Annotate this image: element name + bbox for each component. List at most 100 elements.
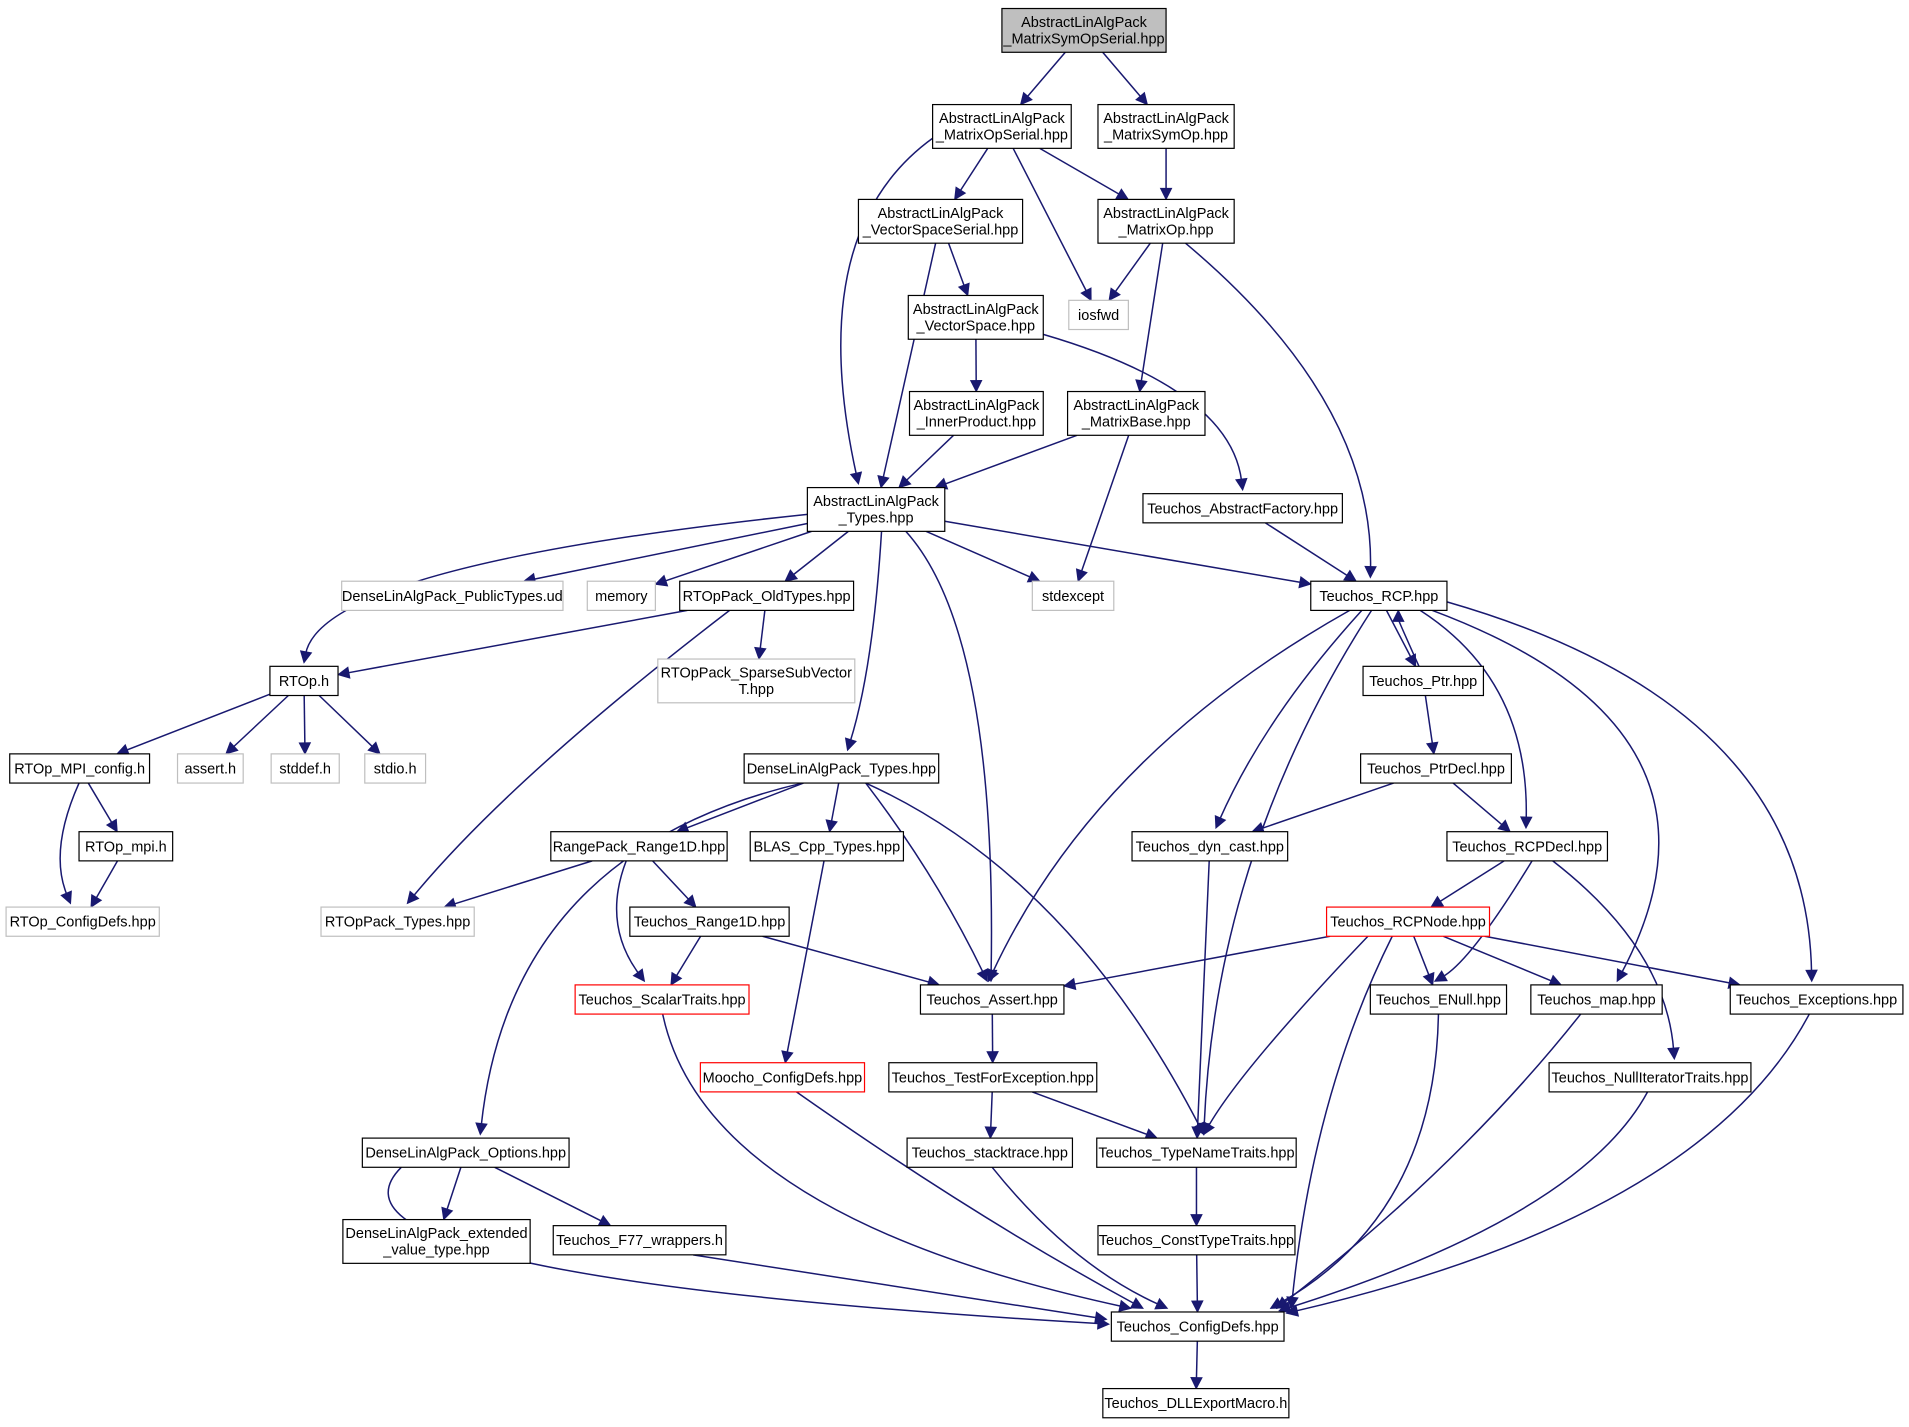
- node-dllexport[interactable]: Teuchos_DLLExportMacro.h: [1102, 1387, 1290, 1419]
- edge-range1dpack-to-rtoppacktypes: [443, 860, 593, 910]
- edge-matop-to-iosfwd: [1108, 242, 1151, 302]
- edge-arrowhead: [1062, 977, 1077, 991]
- node-extvalue[interactable]: DenseLinAlgPack_extended_value_type.hpp: [342, 1218, 531, 1264]
- node-label: AbstractLinAlgPack: [1073, 398, 1199, 414]
- node-rcp[interactable]: Teuchos_RCP.hpp: [1310, 580, 1448, 611]
- node-rtoph[interactable]: RTOp.h: [269, 665, 339, 697]
- node-blas[interactable]: BLAS_Cpp_Types.hpp: [749, 831, 905, 862]
- edge-line: [1140, 243, 1164, 383]
- node-testforexc[interactable]: Teuchos_TestForException.hpp: [888, 1062, 1098, 1093]
- node-label: Teuchos_TestForException.hpp: [892, 1070, 1094, 1086]
- edge-nulliter-to-teuchosconfig: [1278, 1091, 1649, 1314]
- node-types[interactable]: AbstractLinAlgPack_Types.hpp: [806, 486, 946, 532]
- node-scalartraits[interactable]: Teuchos_ScalarTraits.hpp: [574, 984, 750, 1015]
- edge-line: [830, 782, 840, 824]
- node-label: Teuchos_ConstTypeTraits.hpp: [1099, 1233, 1294, 1249]
- node-label: Teuchos_stacktrace.hpp: [912, 1146, 1068, 1162]
- node-matop[interactable]: AbstractLinAlgPack_MatrixOp.hpp: [1097, 198, 1235, 244]
- edge-root-to-matopserial: [1019, 51, 1066, 106]
- node-label: BLAS_Cpp_Types.hpp: [753, 839, 900, 855]
- node-consttype[interactable]: Teuchos_ConstTypeTraits.hpp: [1097, 1225, 1296, 1256]
- node-f77[interactable]: Teuchos_F77_wrappers.h: [552, 1225, 727, 1256]
- edge-line: [1438, 860, 1505, 904]
- edge-arrowhead: [1191, 1300, 1204, 1314]
- node-rcpnode[interactable]: Teuchos_RCPNode.hpp: [1325, 906, 1491, 937]
- edge-line: [1264, 522, 1350, 578]
- node-densetypes[interactable]: DenseLinAlgPack_Types.hpp: [743, 753, 940, 784]
- node-label: AbstractLinAlgPack: [939, 111, 1065, 127]
- node-vsserial[interactable]: AbstractLinAlgPack_VectorSpaceSerial.hpp: [857, 198, 1024, 244]
- edge-line: [905, 530, 993, 973]
- node-rtopmpi[interactable]: RTOp_mpi.h: [78, 831, 174, 862]
- node-oldtypes[interactable]: RTOpPack_OldTypes.hpp: [679, 580, 855, 611]
- edge-arrowhead: [877, 474, 890, 489]
- node-root[interactable]: AbstractLinAlgPack_MatrixSymOpSerial.hpp: [1001, 7, 1167, 53]
- node-range1dpack[interactable]: RangePack_Range1D.hpp: [550, 831, 728, 862]
- node-matopserial[interactable]: AbstractLinAlgPack_MatrixOpSerial.hpp: [932, 103, 1072, 149]
- edge-line: [412, 609, 731, 898]
- node-ptrdecl[interactable]: Teuchos_PtrDecl.hpp: [1360, 753, 1512, 784]
- node-options[interactable]: DenseLinAlgPack_Options.hpp: [361, 1137, 570, 1168]
- edge-line: [991, 1166, 1160, 1306]
- node-rcpdecl[interactable]: Teuchos_RCPDecl.hpp: [1446, 831, 1609, 862]
- node-label: AbstractLinAlgPack: [914, 398, 1040, 414]
- edge-oldtypes-to-rtoph: [336, 609, 688, 679]
- edge-arrowhead: [1192, 1121, 1205, 1136]
- node-teuchosconfig[interactable]: Teuchos_ConfigDefs.hpp: [1110, 1311, 1285, 1342]
- edge-densetypes-to-blas: [825, 782, 840, 833]
- edge-line: [445, 1167, 462, 1212]
- node-innerprod[interactable]: AbstractLinAlgPack_InnerProduct.hpp: [908, 390, 1044, 436]
- node-matbase[interactable]: AbstractLinAlgPack_MatrixBase.hpp: [1066, 390, 1206, 436]
- edge-arrowhead: [898, 475, 912, 489]
- node-dyncast[interactable]: Teuchos_dyn_cast.hpp: [1131, 831, 1289, 862]
- node-matsymop[interactable]: AbstractLinAlgPack_MatrixSymOp.hpp: [1097, 103, 1235, 149]
- edge-rcpdecl-to-nulliter: [1552, 860, 1680, 1061]
- edge-consttype-to-teuchosconfig: [1191, 1254, 1204, 1314]
- edge-mpiconfig-to-configdefs: [59, 782, 80, 905]
- node-label: Teuchos_F77_wrappers.h: [556, 1233, 723, 1249]
- edge-line: [674, 935, 702, 978]
- node-assert[interactable]: Teuchos_Assert.hpp: [919, 984, 1065, 1015]
- edge-line: [59, 782, 80, 896]
- edge-rcpnode-to-assert: [1062, 935, 1331, 991]
- node-box: [657, 658, 856, 704]
- node-moochoconfig[interactable]: Moocho_ConfigDefs.hpp: [699, 1062, 866, 1093]
- edge-line: [759, 610, 766, 651]
- edge-arrowhead: [987, 968, 1000, 983]
- edge-arrowhead: [1115, 188, 1130, 200]
- edge-types-to-rcp: [944, 520, 1312, 589]
- edge-line: [1195, 1254, 1199, 1304]
- edge-arrowhead: [1392, 609, 1405, 622]
- node-stacktrace[interactable]: Teuchos_stacktrace.hpp: [906, 1137, 1074, 1168]
- node-label: AbstractLinAlgPack: [878, 206, 1004, 222]
- node-box: [586, 580, 656, 611]
- node-label: RTOp_MPI_config.h: [14, 761, 145, 777]
- edge-arrowhead: [849, 471, 863, 486]
- node-box: [908, 390, 1044, 436]
- edge-dyncast-to-typename: [1191, 860, 1210, 1140]
- edge-typename-to-consttype: [1190, 1167, 1203, 1227]
- node-nulliter[interactable]: Teuchos_NullIteratorTraits.hpp: [1548, 1062, 1752, 1093]
- edge-arrowhead: [954, 186, 967, 201]
- node-absfactory[interactable]: Teuchos_AbstractFactory.hpp: [1142, 493, 1343, 524]
- node-enull[interactable]: Teuchos_ENull.hpp: [1369, 984, 1508, 1015]
- node-box: [679, 580, 855, 611]
- node-exceptions[interactable]: Teuchos_Exceptions.hpp: [1729, 984, 1904, 1015]
- edge-oldtypes-to-rtoppacktypes: [406, 609, 731, 905]
- node-vs[interactable]: AbstractLinAlgPack_VectorSpace.hpp: [907, 294, 1044, 340]
- edge-line: [762, 935, 931, 984]
- node-mpiconfig[interactable]: RTOp_MPI_config.h: [9, 753, 151, 784]
- node-map[interactable]: Teuchos_map.hpp: [1530, 984, 1663, 1015]
- node-label: RTOp_ConfigDefs.hpp: [10, 915, 156, 931]
- edge-arrowhead: [1094, 1311, 1108, 1324]
- node-range1d[interactable]: Teuchos_Range1D.hpp: [629, 906, 790, 937]
- node-typename[interactable]: Teuchos_TypeNameTraits.hpp: [1096, 1137, 1297, 1168]
- edge-line: [87, 782, 114, 825]
- edge-line: [1446, 601, 1813, 973]
- edge-innerprod-to-types: [898, 434, 955, 489]
- node-label: Teuchos_Assert.hpp: [926, 992, 1057, 1008]
- node-label: stdexcept: [1042, 589, 1104, 605]
- node-ptr[interactable]: Teuchos_Ptr.hpp: [1362, 665, 1485, 697]
- node-box: [1548, 1062, 1752, 1093]
- edge-line: [1260, 782, 1394, 830]
